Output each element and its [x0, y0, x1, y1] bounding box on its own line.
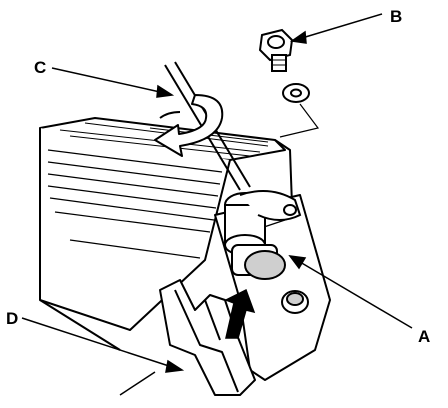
callout-label-c: C	[34, 58, 46, 77]
callout-label-a: A	[418, 327, 430, 346]
rotation-arrow-icon	[154, 94, 224, 157]
retaining-clip	[159, 279, 256, 396]
callout-label-b: B	[390, 7, 402, 26]
bolt	[258, 28, 294, 72]
push-up-arrow-icon	[224, 288, 256, 339]
cable-fitting	[224, 190, 302, 280]
callout-leaders	[21, 13, 413, 396]
washer	[282, 83, 310, 103]
callout-label-d: D	[6, 309, 18, 328]
radiator-housing	[39, 117, 293, 351]
bolt-leader	[279, 103, 320, 138]
